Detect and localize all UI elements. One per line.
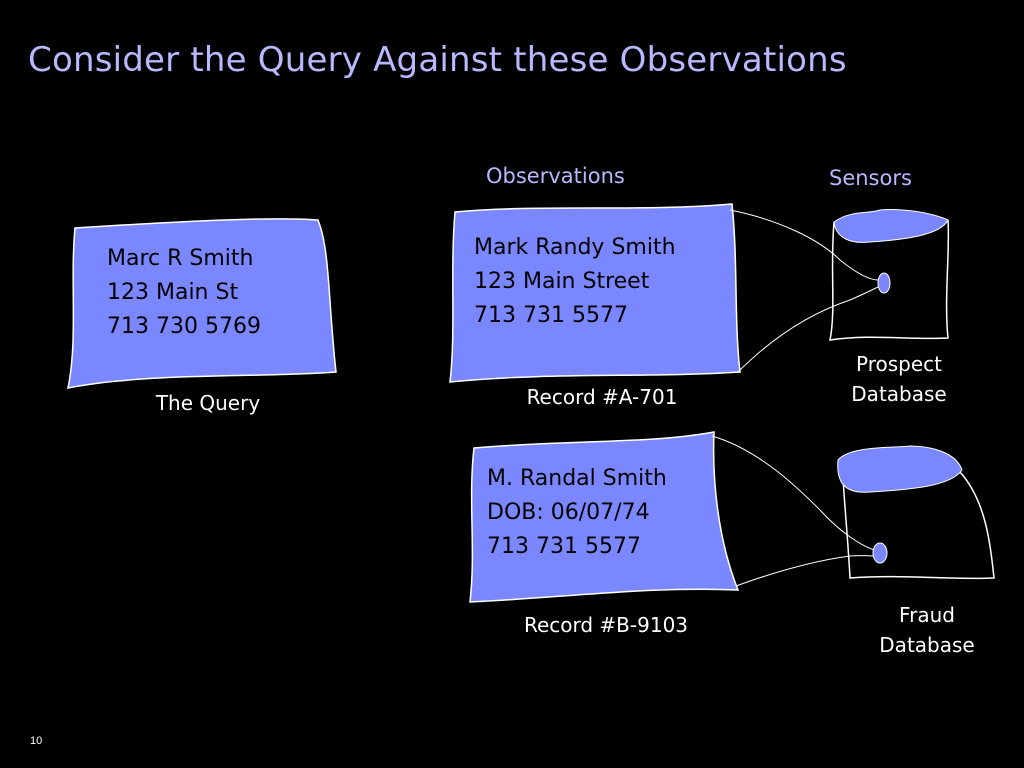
- query-name: Marc R Smith: [107, 246, 254, 271]
- fraud-database-label: Fraud Database: [862, 600, 992, 660]
- sensors-header: Sensors: [829, 166, 912, 190]
- record-b-dob: DOB: 06/07/74: [487, 500, 650, 525]
- record-a-name: Mark Randy Smith: [474, 235, 676, 260]
- fraud-label-line1: Fraud: [899, 603, 955, 627]
- query-address: 123 Main St: [107, 280, 239, 305]
- record-b-phone: 713 731 5577: [487, 534, 641, 559]
- record-b-card-shape: [469, 431, 740, 603]
- connector-a-top: [729, 209, 879, 281]
- record-a-phone: 713 731 5577: [474, 303, 628, 328]
- fraud-sensor-node: [872, 542, 888, 564]
- record-b-name: M. Randal Smith: [487, 466, 667, 491]
- prospect-database-top: [833, 209, 949, 243]
- prospect-database-body: [829, 219, 950, 341]
- record-a-card-text: Mark Randy Smith 123 Main Street 713 731…: [474, 231, 676, 333]
- record-b-card-text: M. Randal Smith DOB: 06/07/74 713 731 55…: [487, 462, 667, 564]
- connector-b-bottom: [735, 555, 875, 587]
- query-card-shape: [67, 218, 337, 389]
- slide-title: Consider the Query Against these Observa…: [28, 40, 847, 80]
- fraud-database-body: [841, 461, 995, 580]
- page-number: 10: [30, 735, 43, 747]
- record-b-caption: Record #B-9103: [523, 613, 689, 637]
- query-card-text: Marc R Smith 123 Main St 713 730 5769: [107, 242, 261, 344]
- record-a-caption: Record #A-701: [526, 385, 678, 409]
- prospect-sensor-node: [877, 272, 891, 294]
- record-a-address: 123 Main Street: [474, 269, 650, 294]
- fraud-database-top: [837, 445, 963, 493]
- record-a-card-shape: [449, 203, 741, 383]
- prospect-database-label: Prospect Database: [834, 349, 964, 409]
- prospect-label-line1: Prospect: [856, 352, 942, 376]
- fraud-label-line2: Database: [879, 633, 975, 657]
- observations-header: Observations: [486, 164, 625, 188]
- prospect-label-line2: Database: [851, 382, 947, 406]
- connector-b-top: [711, 435, 875, 551]
- query-phone: 713 730 5769: [107, 314, 261, 339]
- query-caption: The Query: [155, 391, 261, 415]
- connector-a-bottom: [737, 286, 879, 373]
